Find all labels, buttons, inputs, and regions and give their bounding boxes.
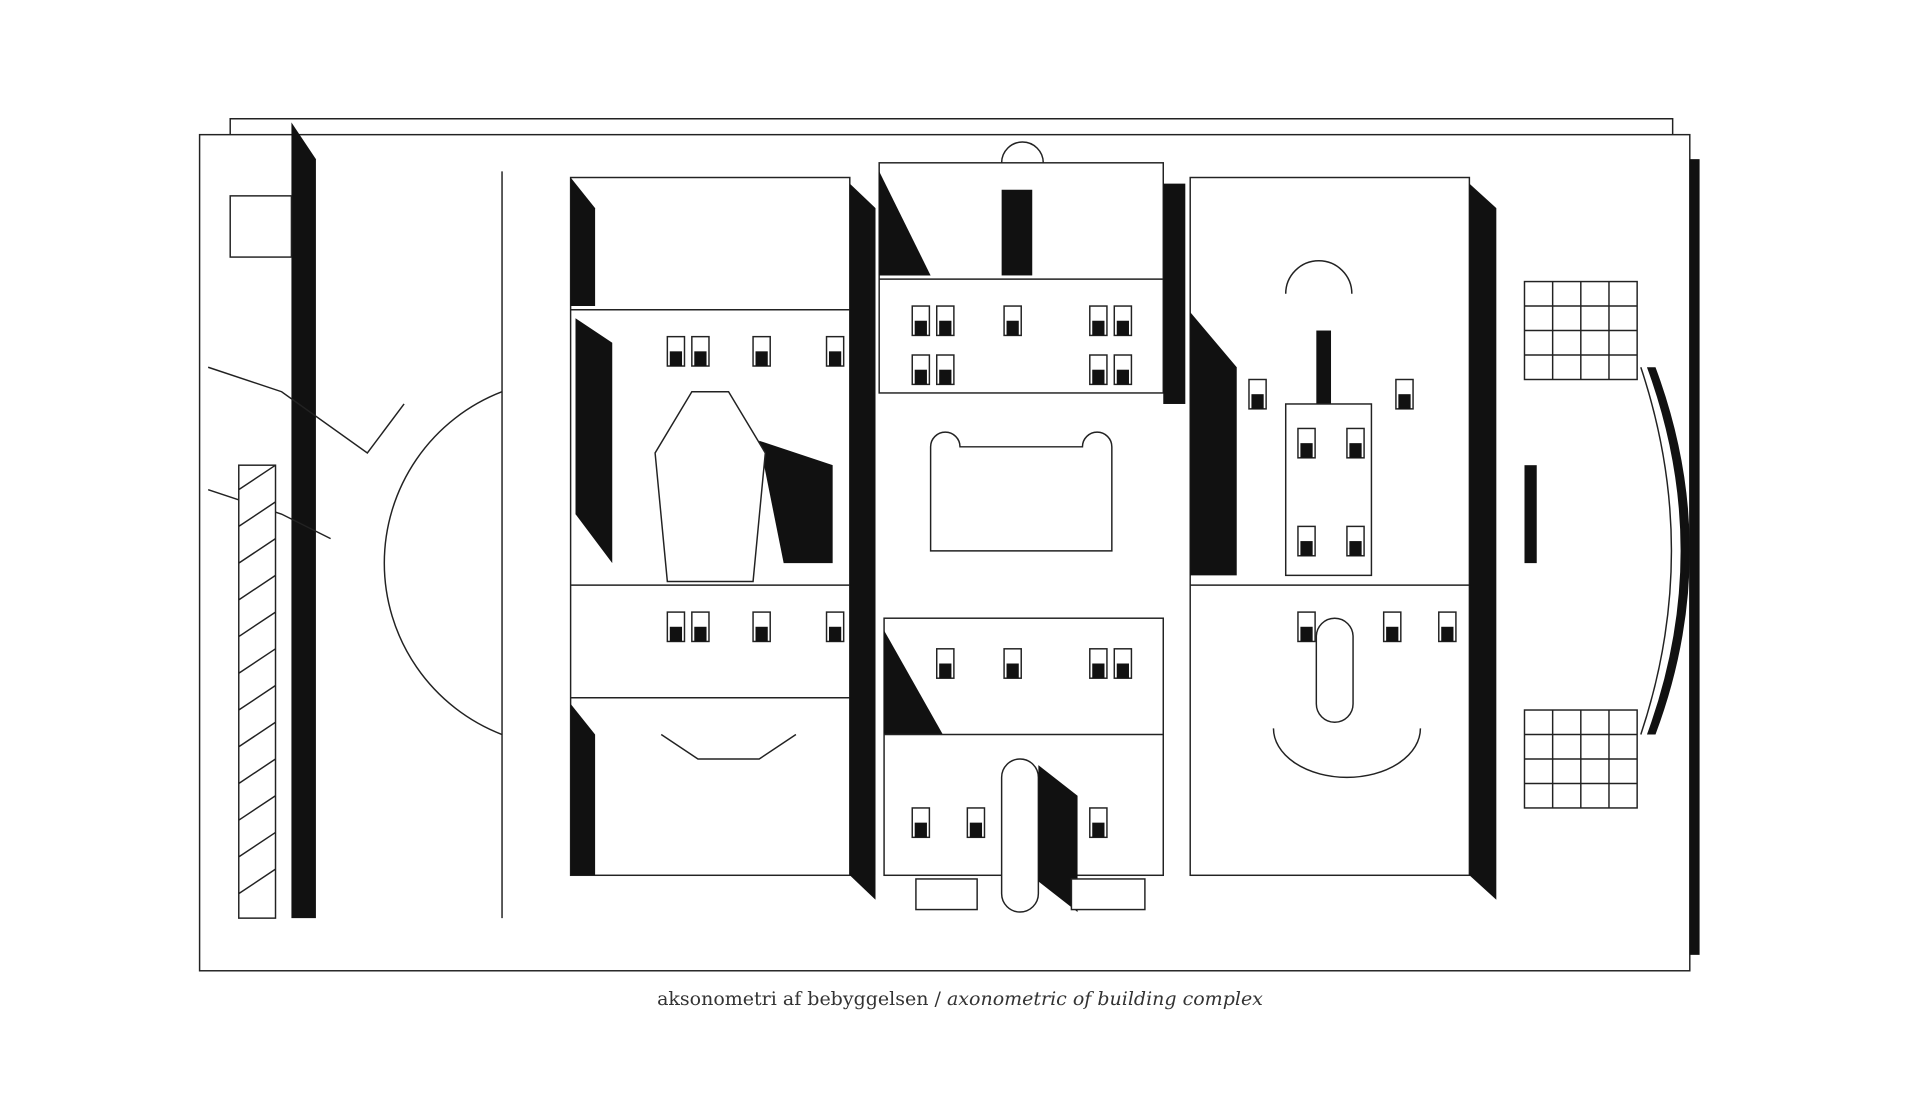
- left-building-block: [569, 176, 876, 900]
- window-shadow: [1398, 394, 1411, 409]
- central-courtyard: [929, 431, 1113, 552]
- caption-english: axonometric of building complex: [946, 988, 1263, 1010]
- window-shadow: [669, 626, 683, 642]
- window-shadow: [694, 626, 707, 642]
- left-stair: [238, 464, 277, 919]
- window-shadow: [669, 351, 683, 367]
- window-shadow: [969, 822, 983, 838]
- window-shadow: [939, 369, 952, 385]
- windows: [666, 305, 1457, 839]
- caption-danish: aksonometri af bebyggelsen: [657, 988, 929, 1010]
- caption: aksonometri af bebyggelsen / axonometric…: [0, 988, 1920, 1010]
- lower-right-lattice: [1523, 709, 1638, 809]
- window-shadow: [1349, 541, 1362, 556]
- window-shadow: [1300, 626, 1313, 642]
- window-shadow: [1006, 663, 1019, 679]
- right-building-block: [1189, 176, 1537, 900]
- window-shadow: [828, 626, 842, 642]
- window-shadow: [1006, 320, 1019, 336]
- window-shadow: [1441, 626, 1454, 642]
- window-shadow: [1349, 443, 1362, 458]
- right-curved-wall: [1640, 367, 1690, 735]
- window-shadow: [1092, 369, 1105, 385]
- site-outline: [198, 118, 1700, 972]
- window-shadow: [1300, 541, 1313, 556]
- window-shadow: [914, 320, 927, 336]
- left-plaza: [207, 171, 503, 919]
- window-shadow: [828, 351, 842, 367]
- upper-right-lattice: [1523, 280, 1638, 381]
- window-shadow: [1300, 443, 1313, 458]
- window-shadow: [755, 626, 768, 642]
- window-shadow: [914, 369, 927, 385]
- window-shadow: [1116, 369, 1129, 385]
- window-shadow: [1092, 320, 1105, 336]
- window-shadow: [1116, 320, 1129, 336]
- window-shadow: [694, 351, 707, 367]
- window-shadow: [1092, 822, 1105, 838]
- caption-separator: /: [934, 988, 941, 1010]
- window-shadow: [1092, 663, 1105, 679]
- window-shadow: [755, 351, 768, 367]
- window-shadow: [914, 822, 927, 838]
- window-shadow: [1116, 663, 1129, 679]
- window-shadow: [939, 663, 952, 679]
- window-shadow: [1251, 394, 1264, 409]
- window-shadow: [939, 320, 952, 336]
- window-shadow: [1386, 626, 1399, 642]
